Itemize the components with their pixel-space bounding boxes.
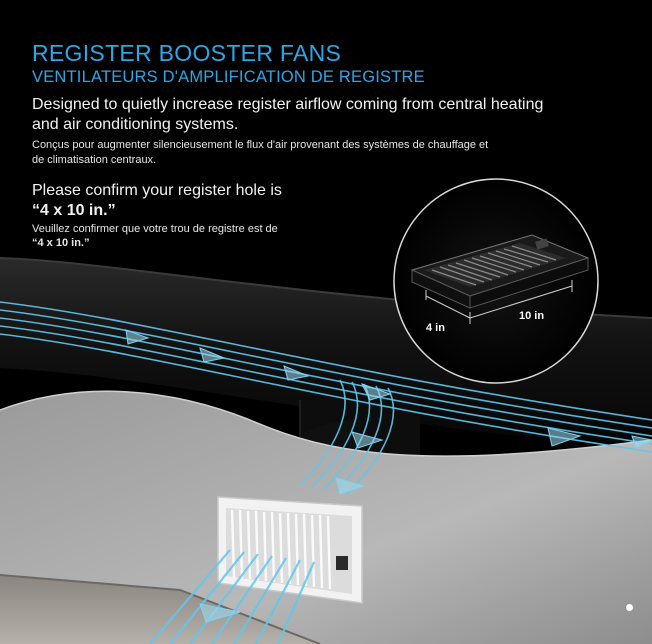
main-duct [0, 258, 652, 448]
title-en: REGISTER BOOSTER FANS [32, 40, 342, 66]
description-fr: Conçus pour augmenter silencieusement le… [32, 139, 489, 166]
confirm-en: Please confirm your register hole is “4 … [32, 181, 372, 221]
airflow-lines [0, 301, 652, 453]
confirm-fr-lead: Veuillez confirmer que votre trou de reg… [32, 223, 278, 235]
confirm-en-size: “4 x 10 in.” [32, 202, 116, 219]
description-en: Designed to quietly increase register ai… [32, 96, 544, 133]
carousel-indicator-dot[interactable] [626, 604, 633, 611]
confirm-fr-size: “4 x 10 in.” [32, 237, 90, 249]
confirm-fr: Veuillez confirmer que votre trou de reg… [32, 222, 372, 250]
floor [0, 575, 320, 644]
wall-register [217, 496, 363, 604]
title-fr: VENTILATEURS D'AMPLIFICATION DE REGISTRE [32, 68, 425, 86]
airflow-arrows [125, 329, 652, 623]
dimension-length-label: 10 in [519, 310, 545, 322]
dimension-width-label: 4 in [426, 322, 445, 334]
confirm-en-lead: Please confirm your register hole is [32, 182, 282, 199]
magnified-register-callout [393, 178, 599, 384]
